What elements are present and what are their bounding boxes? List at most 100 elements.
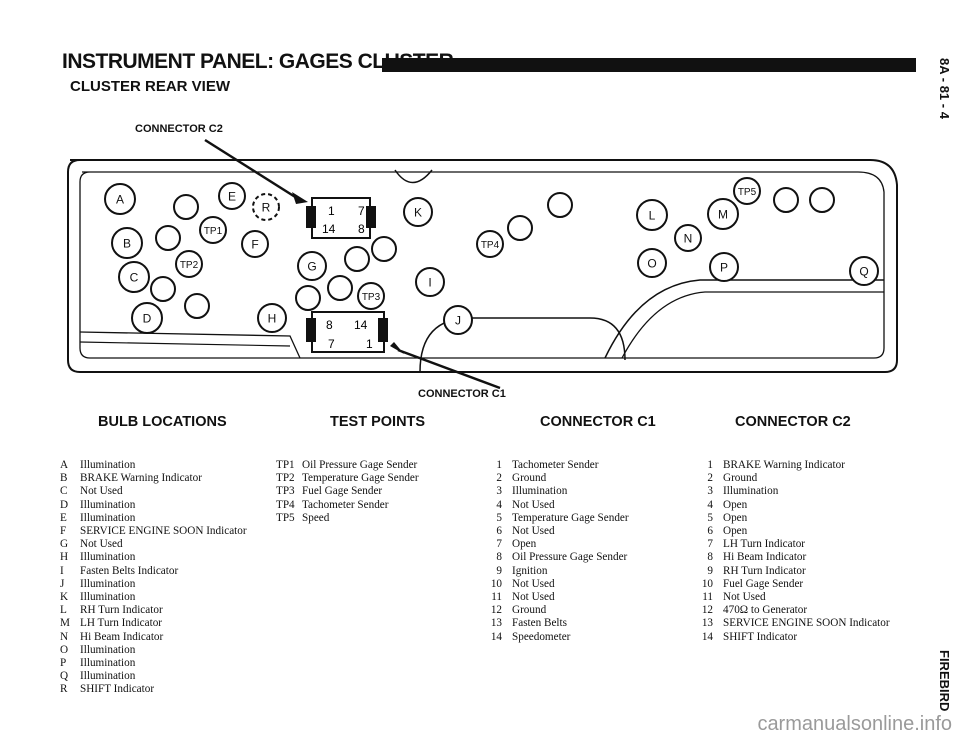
list-item: C Not Used bbox=[60, 485, 247, 498]
list-item-text: Illumination bbox=[80, 459, 136, 471]
list-item-text: Temperature Gage Sender bbox=[302, 472, 419, 485]
bulb-marker-label: Q bbox=[859, 265, 868, 279]
list-item-key: 1 bbox=[496, 459, 502, 471]
bulb-marker-label: K bbox=[414, 206, 422, 220]
list-item-key: 4 bbox=[707, 498, 713, 511]
list-item-text: LH Turn Indicator bbox=[723, 538, 806, 551]
bulb-marker-a bbox=[104, 183, 136, 215]
c1-pin-7: 7 bbox=[328, 337, 335, 351]
list-item-key: B bbox=[60, 472, 68, 485]
list-item-text: Illumination bbox=[80, 551, 136, 564]
bulb-marker-label: F bbox=[251, 238, 258, 252]
test-point-marker-tp4 bbox=[476, 230, 504, 258]
list-item-key: R bbox=[60, 683, 68, 696]
connector-c1-heading: CONNECTOR C1 bbox=[540, 414, 656, 430]
list-item-key: 2 bbox=[496, 472, 502, 485]
list-item-key: 11 bbox=[702, 591, 713, 604]
list-item-key: 9 bbox=[707, 564, 713, 577]
bulb-marker-label: L bbox=[649, 209, 656, 223]
bulb-marker-g bbox=[297, 251, 327, 281]
list-item-key: TP4 bbox=[276, 498, 295, 511]
list-item-key: TP2 bbox=[276, 472, 295, 485]
list-item: TP2 Temperature Gage Sender bbox=[276, 472, 419, 485]
list-item-text: Speedometer bbox=[512, 630, 571, 643]
bulb-marker-p bbox=[709, 252, 739, 282]
list-item-key: P bbox=[60, 657, 67, 670]
bulb-marker-q bbox=[849, 256, 879, 286]
bulb-marker-label: N bbox=[684, 232, 693, 246]
bulb-marker-k bbox=[403, 197, 433, 227]
list-item: B BRAKE Warning Indicator bbox=[60, 472, 247, 485]
test-point-label: TP3 bbox=[362, 292, 381, 303]
blank-socket bbox=[173, 194, 199, 220]
bulb-marker-i bbox=[415, 267, 445, 297]
list-item-key: 5 bbox=[496, 511, 502, 524]
blank-socket bbox=[371, 236, 397, 262]
blank-socket bbox=[295, 285, 321, 311]
blank-socket bbox=[327, 275, 353, 301]
list-item-key: O bbox=[60, 643, 69, 656]
bulb-marker-label: C bbox=[130, 271, 139, 285]
list-item-key: 9 bbox=[496, 564, 502, 577]
watermark: carmanualsonline.info bbox=[757, 713, 952, 735]
list-item-key: 13 bbox=[490, 617, 502, 630]
page-subtitle: CLUSTER REAR VIEW bbox=[70, 78, 231, 95]
list-item-text: Ground bbox=[512, 604, 547, 617]
bulb-marker-label: M bbox=[718, 208, 728, 222]
connector-c1-callout: CONNECTOR C1 bbox=[418, 388, 506, 400]
list-item-text: Open bbox=[723, 498, 748, 511]
test-point-marker-tp5 bbox=[733, 177, 761, 205]
list-item-key: K bbox=[60, 591, 69, 604]
list-item-text: Illumination bbox=[80, 498, 136, 511]
test-point-marker-tp1 bbox=[199, 216, 227, 244]
list-item-text: Not Used bbox=[80, 485, 123, 498]
list-item-text: LH Turn Indicator bbox=[80, 617, 163, 630]
list-item-key: 11 bbox=[491, 591, 502, 604]
list-item-text: BRAKE Warning Indicator bbox=[80, 472, 202, 485]
bulb-marker-label: P bbox=[720, 261, 728, 275]
test-point-marker-tp2 bbox=[175, 250, 203, 278]
list-item-key: 1 bbox=[707, 459, 713, 471]
list-item-key: 2 bbox=[707, 472, 713, 485]
list-item-text: SERVICE ENGINE SOON Indicator bbox=[80, 525, 247, 538]
list-item-text: SERVICE ENGINE SOON Indicator bbox=[723, 617, 890, 630]
list-item: 1 Tachometer Sender bbox=[484, 459, 629, 472]
bulb-marker-label: G bbox=[307, 260, 316, 274]
list-item-text: SHIFT Indicator bbox=[723, 630, 798, 643]
bulb-marker-label: R bbox=[262, 201, 271, 215]
list-item-key: 14 bbox=[701, 630, 713, 643]
list-item: 7 LH Turn Indicator bbox=[697, 538, 890, 551]
list-item-key: C bbox=[60, 485, 68, 498]
test-points-heading: TEST POINTS bbox=[330, 414, 426, 430]
list-item-text: Tachometer Sender bbox=[512, 459, 599, 471]
list-item-text: Open bbox=[723, 525, 748, 538]
list-item-text: Oil Pressure Gage Sender bbox=[512, 551, 628, 564]
list-item-key: 14 bbox=[490, 630, 502, 643]
list-item-text: Illumination bbox=[80, 657, 136, 670]
list-item-key: 7 bbox=[707, 538, 713, 551]
connector-c1-graphic: 8 14 7 1 bbox=[306, 311, 388, 353]
bulb-marker-r bbox=[252, 193, 280, 221]
list-item-key: 10 bbox=[490, 577, 502, 590]
list-item-key: D bbox=[60, 498, 69, 511]
list-item: 4 Open bbox=[697, 499, 890, 512]
list-item-key: 13 bbox=[701, 617, 713, 630]
